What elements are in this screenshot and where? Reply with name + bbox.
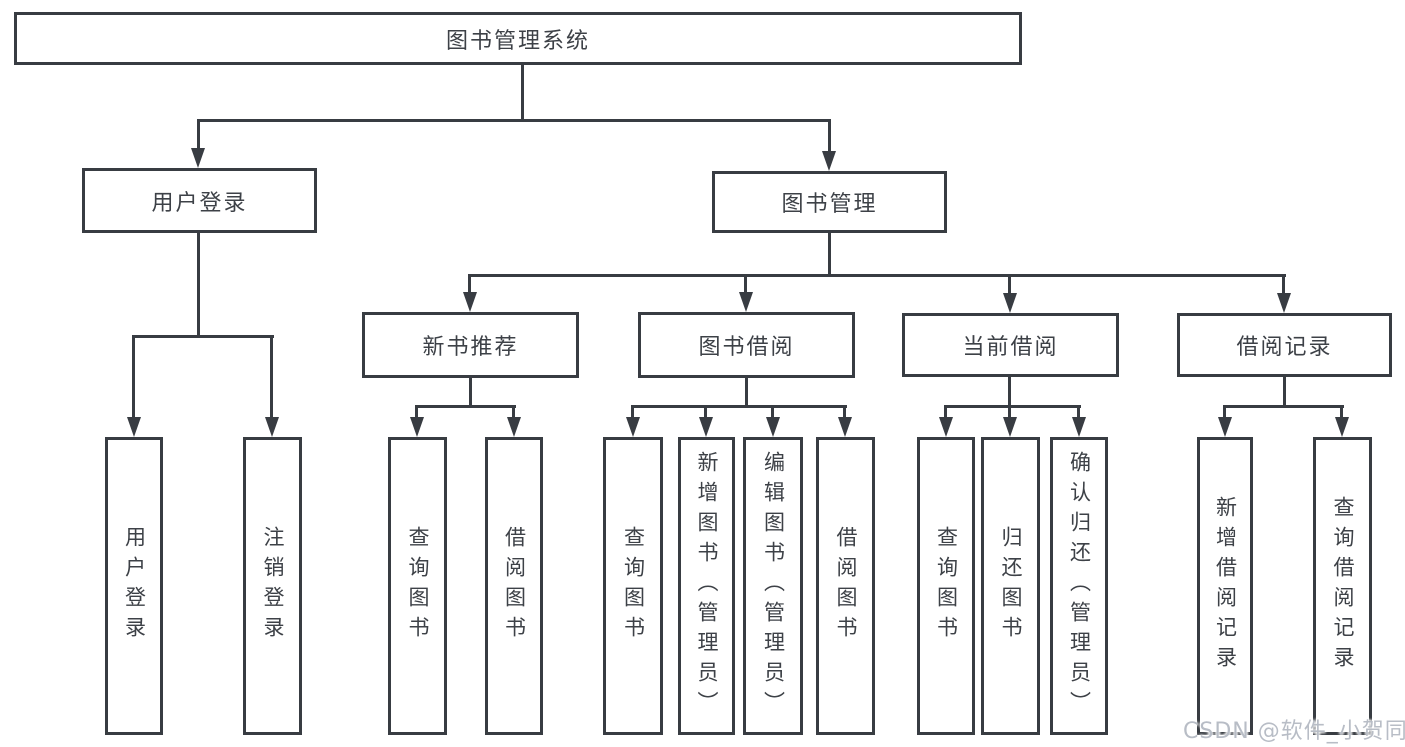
node-book-borrow-label: 图书借阅 [698,335,795,360]
leaf-query-books-current-label: 查询图书 [934,526,959,646]
node-book-management-label: 图书管理 [781,192,878,217]
arrow-down-icon [191,148,205,168]
connector-line [1340,405,1343,419]
connector-line [1008,377,1011,407]
arrow-down-icon [410,417,424,437]
connector-line [843,405,846,419]
connector-line [1223,405,1344,408]
leaf-query-books-borrow: 查询图书 [603,437,663,735]
connector-line [415,405,418,419]
node-book-management: 图书管理 [712,171,947,233]
connector-line [704,405,707,419]
arrow-down-icon [1003,293,1017,313]
leaf-add-borrow-record-label: 新增借阅记录 [1213,496,1238,676]
connector-line [1008,274,1011,295]
arrow-down-icon [626,417,640,437]
leaf-borrow-books-recommend-label: 借阅图书 [502,526,527,646]
arrow-down-icon [939,417,953,437]
connector-line [521,65,524,121]
connector-line [631,405,634,419]
leaf-confirm-return-admin-label: 确认归还（管理员） [1067,451,1092,721]
node-root: 图书管理系统 [14,12,1022,65]
leaf-query-borrow-record-label: 查询借阅记录 [1331,496,1355,676]
arrow-down-icon [1218,417,1232,437]
leaf-logout-label: 注销登录 [261,526,285,646]
leaf-borrow-books: 借阅图书 [816,437,875,735]
leaf-query-books-borrow-label: 查询图书 [621,526,646,646]
connector-line [1282,274,1285,295]
connector-line [944,405,947,419]
arrow-down-icon [739,292,753,312]
connector-line [469,378,472,407]
leaf-user-login-label: 用户登录 [122,526,147,646]
connector-line [468,274,471,294]
arrow-down-icon [766,417,780,437]
node-book-borrow: 图书借阅 [638,312,855,378]
connector-line [197,233,200,337]
node-new-book-recommend: 新书推荐 [362,312,579,378]
connector-line [1223,405,1226,419]
connector-line [132,335,135,417]
leaf-query-books-current: 查询图书 [917,437,975,735]
leaf-borrow-books-recommend: 借阅图书 [485,437,543,735]
connector-line [828,233,831,277]
connector-line [132,335,274,338]
connector-line [197,119,831,122]
leaf-logout: 注销登录 [243,437,302,735]
leaf-return-books: 归还图书 [981,437,1040,735]
connector-line [828,119,831,151]
leaf-query-books-recommend-label: 查询图书 [406,526,430,646]
node-borrow-records: 借阅记录 [1177,313,1392,377]
connector-line [771,405,774,419]
connector-line [1077,405,1080,419]
leaf-edit-books-admin: 编辑图书（管理员） [743,437,803,735]
arrow-down-icon [699,417,713,437]
node-root-label: 图书管理系统 [445,28,590,54]
connector-line [745,378,748,407]
connector-line [1283,377,1286,407]
connector-line [944,405,1081,408]
arrow-down-icon [1277,293,1291,313]
csdn-watermark: CSDN @软件_小贺同学 [1183,719,1405,744]
node-borrow-records-label: 借阅记录 [1236,335,1333,360]
arrow-down-icon [507,417,521,437]
leaf-add-books-admin-label: 新增图书（管理员） [695,451,719,721]
leaf-query-borrow-record: 查询借阅记录 [1313,437,1372,735]
arrow-down-icon [265,417,279,437]
leaf-add-borrow-record: 新增借阅记录 [1197,437,1253,735]
leaf-return-books-label: 归还图书 [999,526,1023,646]
arrow-down-icon [838,417,852,437]
arrow-down-icon [127,417,141,437]
node-user-login-label: 用户登录 [151,190,248,216]
arrow-down-icon [1335,417,1349,437]
connector-line [468,274,1286,277]
connector-line [270,335,273,417]
node-current-borrow: 当前借阅 [902,313,1119,377]
leaf-add-books-admin: 新增图书（管理员） [678,437,735,735]
leaf-query-books-recommend: 查询图书 [388,437,447,735]
arrow-down-icon [1003,417,1017,437]
connector-line [631,405,847,408]
node-new-book-recommend-label: 新书推荐 [422,335,519,360]
leaf-user-login: 用户登录 [105,437,163,735]
connector-line [744,274,747,294]
connector-line [197,119,200,148]
arrow-down-icon [822,151,836,171]
leaf-confirm-return-admin: 确认归还（管理员） [1050,437,1108,735]
connector-line [415,405,516,408]
leaf-borrow-books-label: 借阅图书 [834,526,858,646]
arrow-down-icon [1072,417,1086,437]
node-current-borrow-label: 当前借阅 [962,335,1059,360]
connector-line [512,405,515,419]
node-user-login: 用户登录 [82,168,317,233]
leaf-edit-books-admin-label: 编辑图书（管理员） [761,451,786,721]
arrow-down-icon [463,292,477,312]
connector-line [1008,405,1011,419]
